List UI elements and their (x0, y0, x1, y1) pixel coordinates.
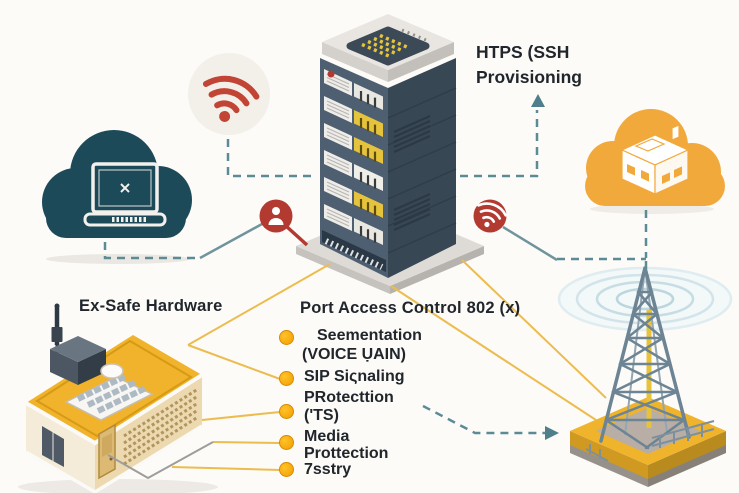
list-item-media-line1: Media (304, 428, 350, 445)
bullet-segmentation (279, 330, 294, 345)
line-cloud-to-tower (557, 210, 648, 269)
https-line1: HTPS (SSH (476, 42, 570, 62)
bullet-7sstry (279, 462, 294, 477)
line-server-to-building (187, 263, 331, 346)
wifi-badge-icon (473, 199, 507, 233)
arrow-right-icon (545, 426, 559, 440)
railing (585, 420, 715, 462)
list-item-segmentation-line2: (VOICE ỤAIN) (302, 346, 406, 363)
laptop-icon (83, 162, 167, 227)
line-person-to-platform (284, 224, 309, 247)
list-item-segmentation-line1: Seementation (317, 327, 422, 344)
equipment-box-icon (50, 336, 106, 385)
bullet-sip-signaling (279, 371, 294, 386)
x-mark-icon (120, 183, 130, 193)
list-item-sip-signaling: SIP Siςnaling (304, 368, 405, 385)
line-server-to-tower (390, 285, 597, 421)
https-line2: Provisioning (476, 67, 582, 87)
line-server-to-https (460, 110, 539, 178)
line-list-to-tower (422, 404, 546, 435)
list-item-7sstry: 7sstry (304, 461, 352, 478)
line-cloud-to-junction (103, 242, 200, 260)
rack-units (322, 69, 386, 272)
port-access-control-label: Port Access Control 802 (x) (300, 299, 521, 317)
list-item-protection-line1: PRotecttion (304, 389, 394, 406)
cloud-shadow (590, 204, 714, 214)
ex-safe-hardware-label: Ex-Safe Hardware (79, 297, 223, 315)
https-provisioning-label: HTPS (SSH Provisioning (476, 40, 582, 90)
server-logo-icon (327, 70, 335, 78)
list-item-media-line2: Prottection (304, 445, 389, 462)
bullet-protection-ts (279, 404, 294, 419)
line-wifi-to-server (226, 139, 315, 178)
hardware-building-icon (18, 303, 218, 493)
cloud-building-icon (585, 109, 725, 214)
door-icon (98, 423, 116, 480)
iso-building-icon (620, 124, 690, 195)
bullet-media-protection (279, 435, 294, 450)
connector-lines (103, 94, 648, 480)
server-rack-icon (296, 14, 484, 294)
dome-icon (100, 363, 124, 379)
person-badge-icon (259, 199, 293, 233)
wifi-signal-icon (188, 53, 270, 135)
solar-panel-icon (64, 373, 154, 421)
arrow-up-icon (531, 94, 545, 107)
list-item-protection-line2: ('TS) (304, 407, 339, 424)
line-door-to-list (107, 441, 214, 480)
cloud-laptop-icon (42, 130, 192, 264)
